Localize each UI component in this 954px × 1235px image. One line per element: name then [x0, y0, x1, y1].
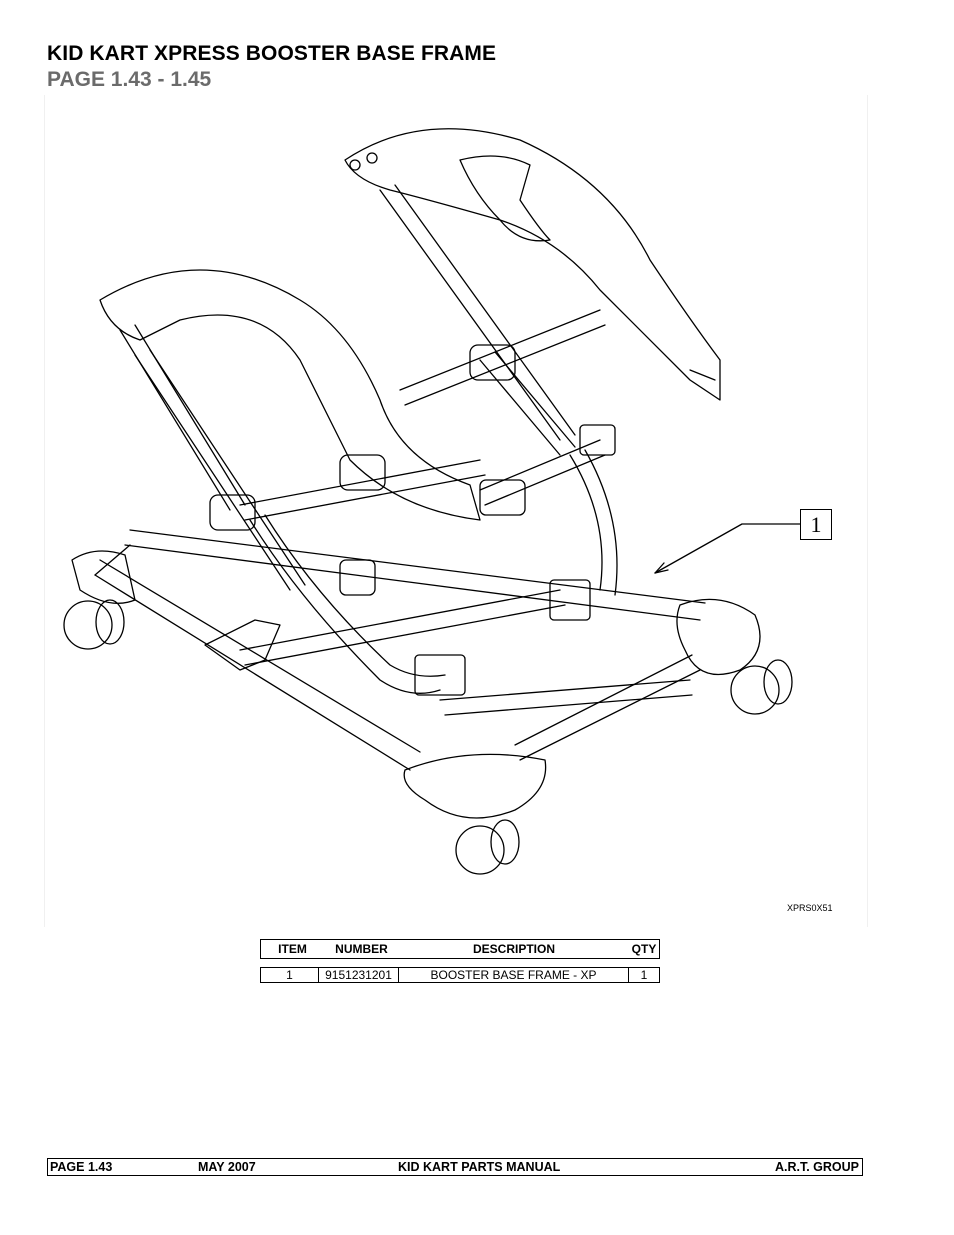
column-header-number: NUMBER — [335, 942, 388, 956]
figure-area — [44, 95, 868, 927]
right-seat-arc — [344, 128, 721, 401]
parts-table-header: ITEM NUMBER DESCRIPTION QTY — [260, 939, 660, 959]
footer-page: PAGE 1.43 — [50, 1160, 113, 1174]
callout-item-1: 1 — [800, 509, 832, 540]
left-seat-arc — [99, 269, 481, 521]
column-header-description: DESCRIPTION — [472, 942, 555, 956]
base-rail-front — [514, 654, 701, 761]
callout-leader — [654, 523, 801, 574]
page-title: KID KART XPRESS BOOSTER BASE FRAME — [47, 42, 497, 65]
footer-manual: KID KART PARTS MANUAL — [398, 1160, 561, 1174]
footer-date: MAY 2007 — [198, 1160, 256, 1174]
base-rail-left — [94, 559, 421, 771]
cell-qty: 1 — [640, 968, 648, 982]
right-foot — [676, 598, 761, 676]
cell-description: BOOSTER BASE FRAME - XP — [399, 968, 629, 982]
column-header-item: ITEM — [278, 942, 307, 956]
cell-item: 1 — [261, 968, 319, 982]
drawing-code: XPRS0X51 — [787, 903, 833, 913]
footer-company: A.R.T. GROUP — [774, 1160, 859, 1174]
front-foot — [403, 753, 547, 819]
table-row: 1 9151231201 BOOSTER BASE FRAME - XP 1 — [260, 967, 660, 983]
base-rail-right — [124, 529, 706, 621]
page-range-subtitle: PAGE 1.43 - 1.45 — [47, 68, 212, 91]
column-header-qty: QTY — [631, 942, 657, 956]
cell-number: 9151231201 — [319, 968, 399, 982]
page-footer: PAGE 1.43 MAY 2007 KID KART PARTS MANUAL… — [47, 1158, 863, 1176]
